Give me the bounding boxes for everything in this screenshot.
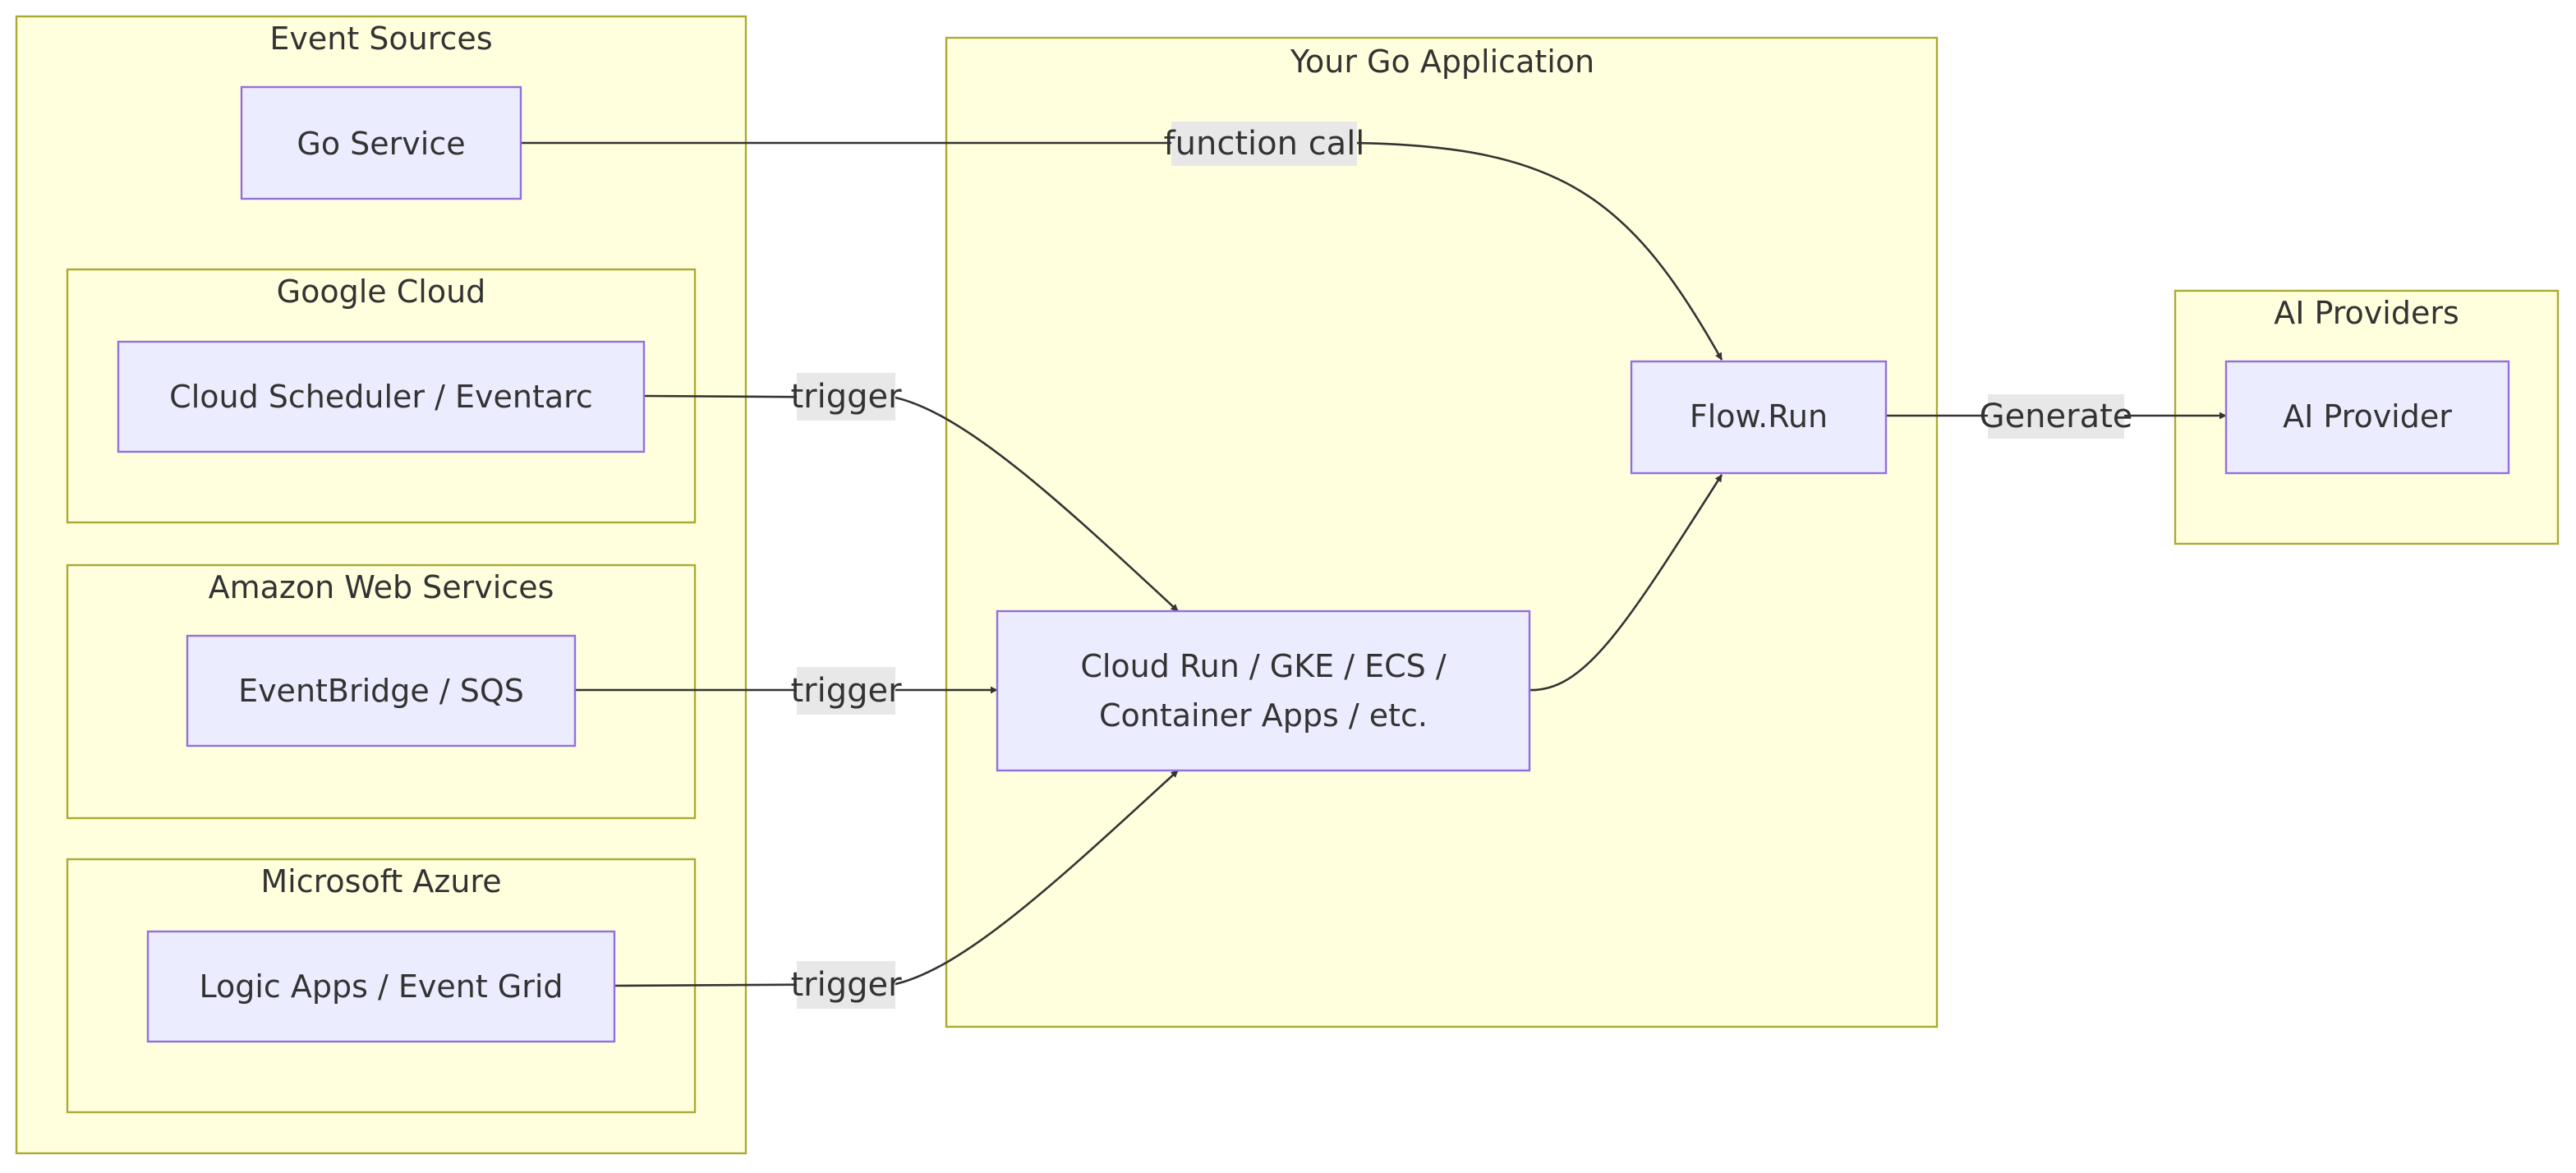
edge-label-generate-text: Generate (1980, 398, 2133, 435)
edge-label-trigger-azure-text: trigger (790, 966, 902, 1004)
node-cloud-run-label-line1: Cloud Run / GKE / ECS / (1080, 648, 1447, 684)
cluster-go-app-title: Your Go Application (1290, 44, 1594, 80)
cluster-go-app: Your Go Application (945, 36, 1939, 1028)
cluster-aws-title: Amazon Web Services (209, 569, 554, 605)
edge-label-generate: Generate (1980, 394, 2133, 439)
cluster-ai-providers-title: AI Providers (2274, 295, 2459, 331)
edges (521, 141, 2227, 987)
node-logic-apps-label: Logic Apps / Event Grid (199, 968, 563, 1005)
edge-cloud-scheduler-to-cloud-run (643, 394, 1179, 612)
edge-go-service-to-flow-run (521, 141, 1723, 361)
node-go-service[interactable]: Go Service (240, 85, 522, 200)
edge-label-trigger-gcp-text: trigger (790, 378, 902, 416)
node-flow-run-label: Flow.Run (1690, 398, 1828, 435)
edge-label-trigger-aws-text: trigger (790, 672, 902, 710)
edge-label-trigger-aws: trigger (790, 667, 902, 715)
cluster-google-cloud-title: Google Cloud (277, 274, 486, 310)
cluster-azure-title: Microsoft Azure (260, 863, 501, 899)
node-cloud-scheduler[interactable]: Cloud Scheduler / Eventarc (117, 340, 646, 453)
node-eventbridge-label: EventBridge / SQS (238, 673, 524, 709)
node-ai-provider-label: AI Provider (2283, 398, 2452, 435)
node-flow-run[interactable]: Flow.Run (1630, 360, 1888, 475)
edge-label-function-call: function call (1164, 122, 1365, 166)
node-eventbridge[interactable]: EventBridge / SQS (186, 634, 577, 748)
node-cloud-run[interactable]: Cloud Run / GKE / ECS / Container Apps /… (996, 610, 1531, 772)
edge-label-function-call-text: function call (1164, 125, 1365, 163)
node-go-service-label: Go Service (297, 126, 465, 162)
node-ai-provider[interactable]: AI Provider (2224, 360, 2510, 475)
node-cloud-run-label-line2: Container Apps / etc. (1099, 697, 1428, 734)
node-logic-apps[interactable]: Logic Apps / Event Grid (146, 930, 616, 1043)
edge-label-trigger-gcp: trigger (790, 373, 902, 421)
edge-cloud-run-to-flow-run (1529, 474, 1723, 692)
cluster-event-sources-title: Event Sources (269, 21, 492, 57)
edge-label-trigger-azure: trigger (790, 961, 902, 1009)
node-cloud-scheduler-label: Cloud Scheduler / Eventarc (169, 379, 593, 415)
edge-logic-apps-to-cloud-run (614, 770, 1179, 987)
